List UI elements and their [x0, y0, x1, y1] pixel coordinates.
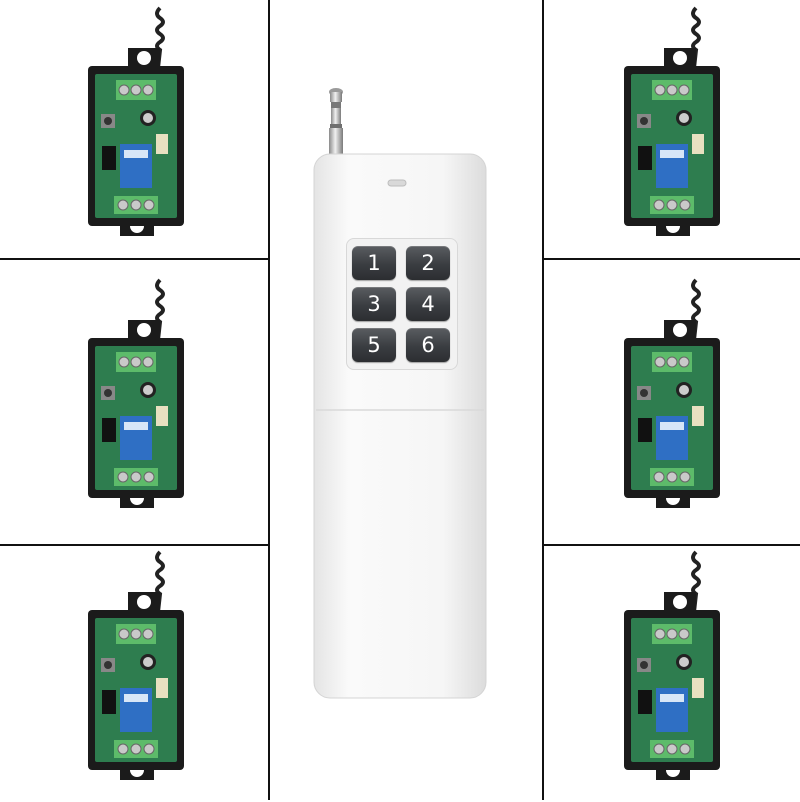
relay-module-icon [88, 278, 184, 508]
button-3[interactable]: 3 [352, 287, 396, 321]
relay-module-icon [624, 550, 720, 780]
receiver-module-2 [0, 272, 266, 530]
button-4[interactable]: 4 [406, 287, 450, 321]
button-1[interactable]: 1 [352, 246, 396, 280]
antenna-icon [329, 88, 343, 154]
remote-control [313, 88, 487, 699]
receiver-module-5 [536, 272, 800, 530]
grid-divider [542, 544, 800, 546]
button-6[interactable]: 6 [406, 328, 450, 362]
button-2[interactable]: 2 [406, 246, 450, 280]
receiver-module-1 [0, 0, 266, 258]
relay-module-icon [88, 550, 184, 780]
receiver-module-4 [536, 0, 800, 258]
relay-module-icon [624, 6, 720, 236]
receiver-module-6 [536, 544, 800, 802]
receiver-module-3 [0, 544, 266, 802]
grid-divider-right [542, 0, 544, 800]
relay-module-icon [88, 6, 184, 236]
button-5[interactable]: 5 [352, 328, 396, 362]
grid-divider-left [268, 0, 270, 800]
relay-module-icon [624, 278, 720, 508]
led-indicator-icon [387, 179, 407, 187]
grid-divider [542, 258, 800, 260]
keypad: 1 2 3 4 5 6 [346, 238, 458, 370]
grid-divider [0, 544, 268, 546]
grid-divider [0, 258, 268, 260]
